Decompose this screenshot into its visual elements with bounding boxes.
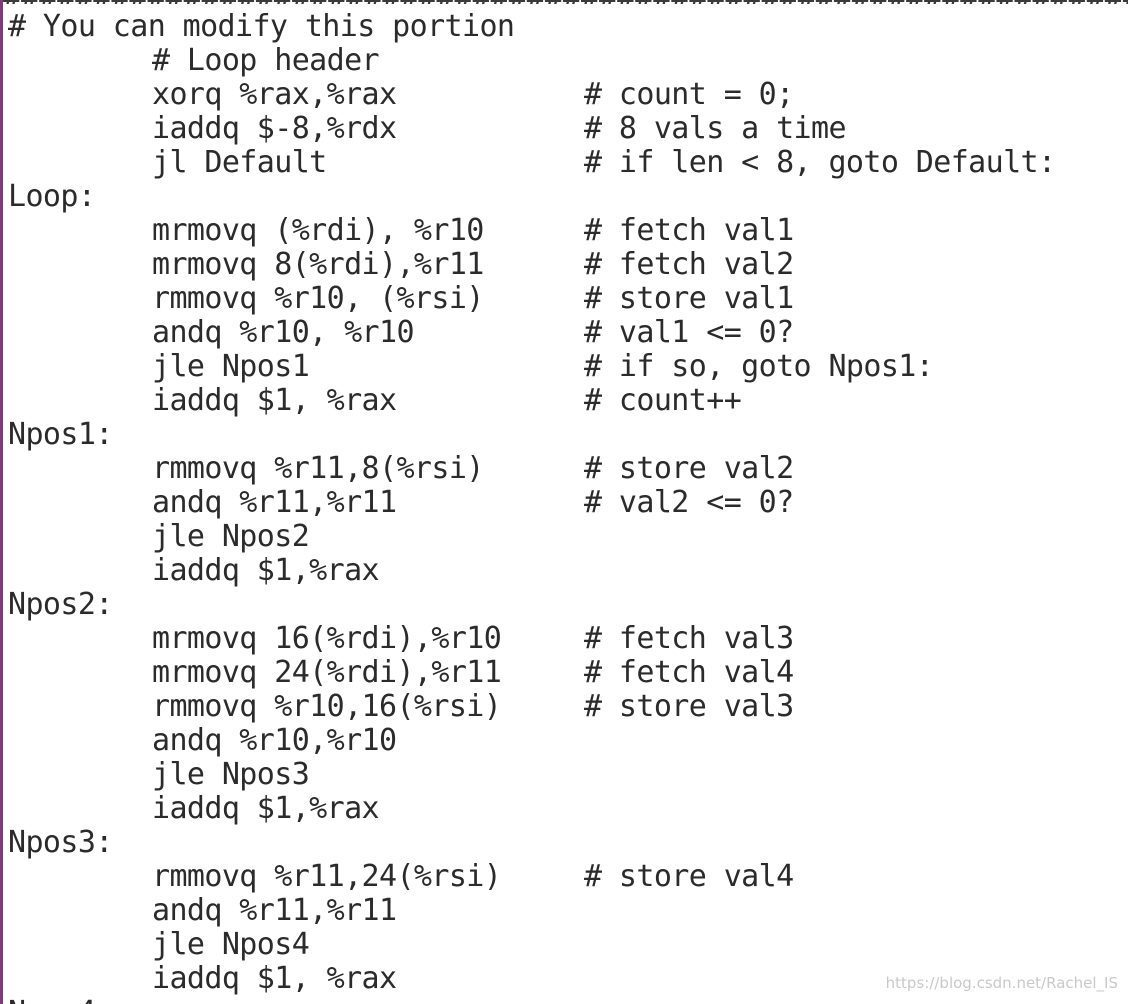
- line-instruction: iaddq $-8,%rdx: [152, 111, 397, 146]
- line-comment: # store val4: [584, 859, 794, 894]
- line-comment: # val2 <= 0?: [584, 485, 794, 520]
- line-comment: # fetch val4: [584, 655, 794, 690]
- line-instruction: iaddq $1,%rax: [152, 791, 380, 826]
- line-instruction: mrmovq (%rdi), %r10: [152, 213, 484, 248]
- line-instruction: jle Npos2: [152, 519, 310, 554]
- line-label: # You can modify this portion: [8, 9, 515, 44]
- line-comment: # store val3: [584, 689, 794, 724]
- line-comment: # count++: [584, 383, 742, 418]
- line-instruction: jle Npos4: [152, 927, 310, 962]
- line-instruction: xorq %rax,%rax: [152, 77, 397, 112]
- line-instruction: rmmovq %r11,24(%rsi): [152, 859, 502, 894]
- line-label: Npos2:: [8, 587, 113, 622]
- line-instruction: iaddq $1, %rax: [152, 961, 397, 996]
- line-comment: # val1 <= 0?: [584, 315, 794, 350]
- line-label: Npos1:: [8, 417, 113, 452]
- line-instruction: andq %r11,%r11: [152, 485, 397, 520]
- line-comment: # store val2: [584, 451, 794, 486]
- line-instruction: rmmovq %r11,8(%rsi): [152, 451, 484, 486]
- line-instruction: jle Npos3: [152, 757, 310, 792]
- line-instruction: jle Npos1: [152, 349, 310, 384]
- line-comment: # 8 vals a time: [584, 111, 847, 146]
- line-comment: # if so, goto Npos1:: [584, 349, 934, 384]
- line-label: Loop:: [8, 179, 96, 214]
- line-instruction: iaddq $1, %rax: [152, 383, 397, 418]
- line-label: Npos4:: [8, 996, 113, 1004]
- line-instruction: andq %r11,%r11: [152, 893, 397, 928]
- line-comment: # if len < 8, goto Default:: [584, 145, 1056, 180]
- line-instruction: andq %r10, %r10: [152, 315, 415, 350]
- line-label: Npos3:: [8, 825, 113, 860]
- line-comment: # store val1: [584, 281, 794, 316]
- line-instruction: # Loop header: [152, 43, 380, 78]
- line-instruction: mrmovq 24(%rdi),%r11: [152, 655, 502, 690]
- line-instruction: andq %r10,%r10: [152, 723, 397, 758]
- line-instruction: rmmovq %r10, (%rsi): [152, 281, 484, 316]
- line-instruction: jl Default: [152, 145, 327, 180]
- line-instruction: iaddq $1,%rax: [152, 553, 380, 588]
- line-instruction: rmmovq %r10,16(%rsi): [152, 689, 502, 724]
- line-instruction: mrmovq 16(%rdi),%r10: [152, 621, 502, 656]
- line-comment: # fetch val1: [584, 213, 794, 248]
- watermark: https://blog.csdn.net/Rachel_IS: [885, 974, 1118, 992]
- line-comment: # count = 0;: [584, 77, 794, 112]
- line-comment: # fetch val3: [584, 621, 794, 656]
- line-comment: # fetch val2: [584, 247, 794, 282]
- top-border-text: ########################################…: [3, 0, 1128, 4]
- line-instruction: mrmovq 8(%rdi),%r11: [152, 247, 484, 282]
